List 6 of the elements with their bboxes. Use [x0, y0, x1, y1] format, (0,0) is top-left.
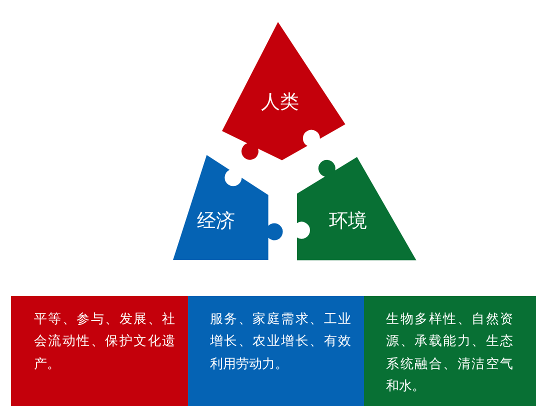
piece-label: 人类	[260, 90, 299, 113]
text-panel: 服务、家庭需求、工业增长、农业增长、有效利用劳动力。	[188, 296, 364, 406]
piece-label: 环境	[328, 210, 367, 232]
text-panel: 平等、参与、发展、社会流动性、保护文化遗产。	[11, 296, 188, 406]
piece-label: 经济	[197, 210, 235, 232]
text-panel: 生物多样性、自然资源、承载能力、生态系统融合、清洁空气和水。	[364, 296, 536, 406]
